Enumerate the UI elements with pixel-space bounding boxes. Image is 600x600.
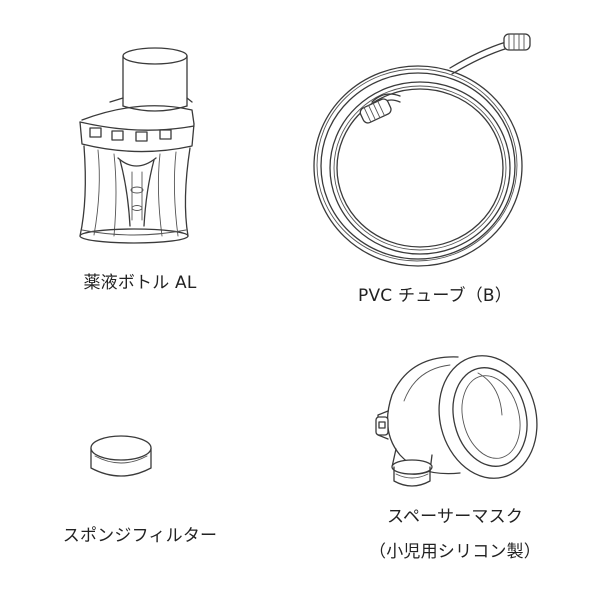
sponge-filter-drawing [90,435,152,477]
pvc-tube-drawing [313,33,531,267]
spacer-mask-label-line1: スペーサーマスク [386,507,524,527]
pvc-tube-label: PVC チューブ（B） [358,286,512,306]
medicine-bottle [70,40,200,250]
spacer-mask [370,345,545,490]
spacer-mask-drawing [375,355,538,487]
pvc-tube [300,20,550,270]
medicine-bottle-label: 薬液ボトル AL [83,273,197,293]
sponge-filter [85,432,160,487]
medicine-bottle-drawing [79,47,195,244]
sponge-filter-label: スポンジフィルター [62,526,218,546]
spacer-mask-label-line2: （小児用シリコン製） [369,542,541,562]
